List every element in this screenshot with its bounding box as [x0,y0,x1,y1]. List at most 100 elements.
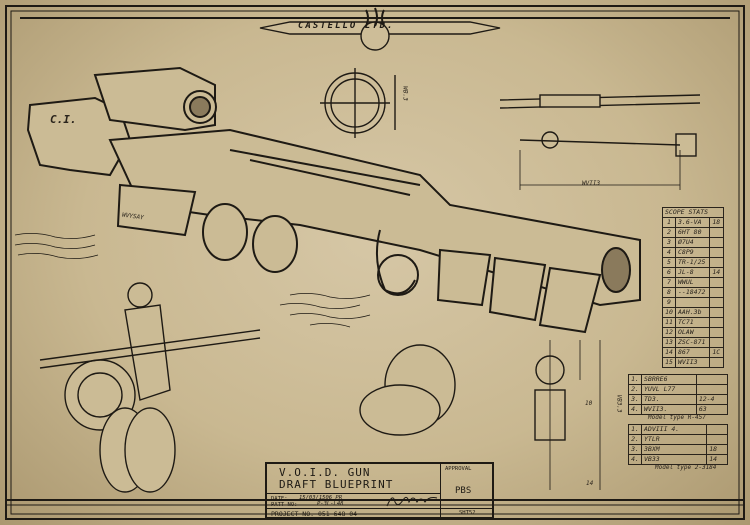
row-extra [709,317,724,328]
table-b-caption: Model type 2-3184 [655,464,717,471]
row-value: ADVIII 4. [640,424,708,435]
row-number: 14 [662,347,676,358]
row-number: 12 [662,327,676,338]
table-row: 2.YUVL L77 [628,384,729,395]
row-number: 6 [662,267,676,278]
date-label: DATE: [271,496,288,502]
row-number: 2. [628,384,642,395]
scope-front-view [320,68,396,138]
row-value: 6HT 80 [674,227,711,238]
row-value: ZSC-871 [674,337,711,348]
row-value: 867 [674,347,711,358]
row-value: YTLR [640,434,708,445]
row-extra [695,374,729,385]
row-extra [695,384,729,395]
gun-main-drawing [26,66,641,334]
row-extra [709,297,724,308]
row-extra [709,237,724,248]
drum-detail [359,340,601,490]
row-number: 5 [662,257,676,268]
table-row: 2.YTLR [628,434,728,445]
project-number: PROJECT NO. 051 648 04 [271,510,358,518]
row-value: WWUL [674,277,711,288]
bolt-mechanism-detail [39,282,261,493]
row-extra: 63 [695,404,729,415]
brand-name: CASTELLO LTD. [298,21,395,31]
brand-banner [20,7,730,51]
table-a-caption: Model type R-457 [648,414,706,421]
row-extra: 12-4 [695,394,729,405]
row-number: 3. [628,394,642,405]
row-value: WVII3. [641,404,697,415]
signature [386,496,438,507]
row-value: YUVL L77 [641,384,697,395]
row-number: 2. [628,434,642,445]
approval-stamp: APPROVAL [445,466,472,472]
row-extra [709,287,724,298]
row-number: 4. [628,454,642,465]
table-row: 9 [662,297,724,308]
row-value: C8P9 [674,247,711,258]
handwritten-notes [14,233,371,328]
dimension-drum-a: 10 [585,400,593,407]
table-row: 4.WVII3.63 [628,404,729,415]
row-value: TR-1/25 [674,257,711,268]
row-extra: 18 [706,444,728,455]
scope-side-view [499,94,701,190]
table-row: 1.ADVIII 4. [628,424,728,435]
patt-value: P-3L-L48 [317,501,344,507]
row-extra [709,277,724,288]
row-extra: 14 [709,267,724,278]
scope-stats-title: SCOPE STATS [662,207,724,218]
dimension-drum-b: 14 [586,480,594,487]
stock-marking: C.I. [50,113,77,126]
model-table-a: 1.SBRRE6 2.YUVL L77 3.TD3.12-4 4.WVII3.6… [628,374,729,415]
row-extra: 1C [709,347,724,358]
row-value: 3BXM [640,444,708,455]
row-number: 15 [662,357,676,368]
row-value: OLAW [674,327,711,338]
dimension-scope-width: WVII3 [582,180,601,187]
patt-label: PATT NO: [271,502,298,508]
row-number: 10 [662,307,676,318]
row-value: JL-8 [674,267,711,278]
row-extra [709,307,724,318]
row-number: 2 [662,227,676,238]
row-number: 9 [662,297,676,308]
row-extra [709,227,724,238]
date-value: 15/03/1506 PR [299,495,343,501]
row-extra [709,247,724,258]
row-number: 4 [662,247,676,258]
row-number: 8 [662,287,676,298]
row-number: 3. [628,444,642,455]
row-number: 4. [628,404,642,415]
row-value: AAH.3b [674,307,711,318]
row-value: TD3. [641,394,697,405]
row-extra [706,424,728,435]
row-extra: 18 [709,217,724,228]
table-row: 3.TD3.12-4 [628,394,729,405]
dimension-side-c: WB.3 [401,86,409,101]
row-extra [706,434,728,445]
table-row: 8--18472 [662,287,724,298]
drawing-subtitle: DRAFT BLUEPRINT [279,478,394,491]
sheet-number: SHT52 [459,510,476,516]
seal: PBS [455,486,472,496]
